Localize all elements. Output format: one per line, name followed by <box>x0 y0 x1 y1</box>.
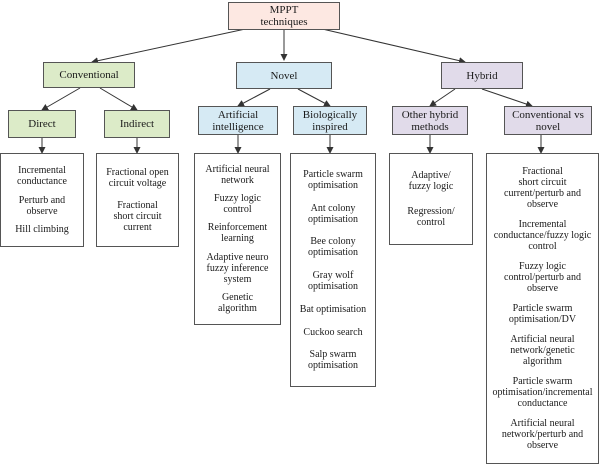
other-hybrid-node: Other hybrid methods <box>392 106 468 135</box>
list-item: Perturb and observe <box>18 194 66 217</box>
ai-node: Artificial intelligence <box>198 106 278 135</box>
list-item: Adaptive/ fuzzy logic <box>408 170 454 193</box>
list-item: Incremental conductance/fuzzy logic cont… <box>493 219 592 252</box>
list-item: Artificial neural network <box>205 164 270 187</box>
arrow-novel-bio <box>297 88 331 107</box>
list-item: Particle swarm optimisation/DV <box>508 303 577 325</box>
novel-label: Novel <box>270 69 298 82</box>
novel-node: Novel <box>236 62 332 89</box>
arrow-root-conventional <box>91 27 251 65</box>
list-item: Artificial neural network/perturb and ob… <box>501 418 584 451</box>
bio-node: Biologically inspired <box>293 106 367 135</box>
list-item: Reinforcement learning <box>207 222 268 245</box>
bio-label: Biologically inspired <box>302 108 358 133</box>
arrow-hybrid-other <box>429 88 456 107</box>
list-item: Hill climbing <box>15 224 69 236</box>
list-item: Genetic algorithm <box>218 291 257 314</box>
list-item: Artificial neural network/genetic algori… <box>510 334 575 367</box>
arrow-conventional-indirect <box>99 87 138 111</box>
list-item: Fractional short circuit current/perturb… <box>504 166 581 210</box>
direct-list: Incremental conductance Perturb and obse… <box>0 153 84 247</box>
arrow-conventional-direct <box>41 87 81 111</box>
hybrid-label: Hybrid <box>466 69 498 82</box>
other-hybrid-label: Other hybrid methods <box>401 108 459 133</box>
other-hybrid-list: Adaptive/ fuzzy logic Regression/ contro… <box>389 153 473 245</box>
list-item: Fractional open circuit voltage <box>106 167 169 190</box>
direct-label: Direct <box>28 118 56 130</box>
list-item: Bee colony optimisation <box>308 236 358 259</box>
list-item: Particle swarm optimisation/incremental … <box>492 376 593 409</box>
list-item: Particle swarm optimisation <box>303 168 363 191</box>
ai-label: Artificial intelligence <box>212 108 264 133</box>
indirect-list: Fractional open circuit voltage Fraction… <box>96 153 179 247</box>
conventional-label: Conventional <box>59 69 119 81</box>
list-item: Fractional short circuit current <box>113 199 162 233</box>
list-item: Regression/ control <box>407 205 455 228</box>
indirect-node: Indirect <box>104 110 170 138</box>
indirect-label: Indirect <box>119 118 155 130</box>
arrow-novel-ai <box>237 88 271 107</box>
root-label: MPPT techniques <box>260 4 308 28</box>
conv-vs-novel-label: Conventional vs novel <box>512 108 584 133</box>
ai-list: Artificial neural network Fuzzy logic co… <box>194 153 281 325</box>
hybrid-node: Hybrid <box>441 62 523 89</box>
conv-vs-novel-node: Conventional vs novel <box>504 106 592 135</box>
list-item: Fuzzy logic control/perturb and observe <box>504 261 581 294</box>
direct-node: Direct <box>8 110 76 138</box>
list-item: Salp swarm optimisation <box>308 349 358 372</box>
list-item: Ant colony optimisation <box>308 202 358 225</box>
list-item: Fuzzy logic control <box>214 193 261 216</box>
arrow-root-hybrid <box>317 27 466 65</box>
arrow-hybrid-cvn <box>481 88 533 108</box>
conventional-node: Conventional <box>43 62 135 88</box>
list-item: Gray wolf optimisation <box>308 270 358 292</box>
list-item: Adaptive neuro fuzzy inference system <box>206 251 269 285</box>
list-item: Cuckoo search <box>303 326 363 338</box>
conv-vs-novel-list: Fractional short circuit current/perturb… <box>486 153 599 464</box>
root-node: MPPT techniques <box>228 2 340 30</box>
bio-list: Particle swarm optimisation Ant colony o… <box>290 153 376 387</box>
list-item: Bat optimisation <box>299 303 367 315</box>
list-item: Incremental conductance <box>17 164 67 187</box>
